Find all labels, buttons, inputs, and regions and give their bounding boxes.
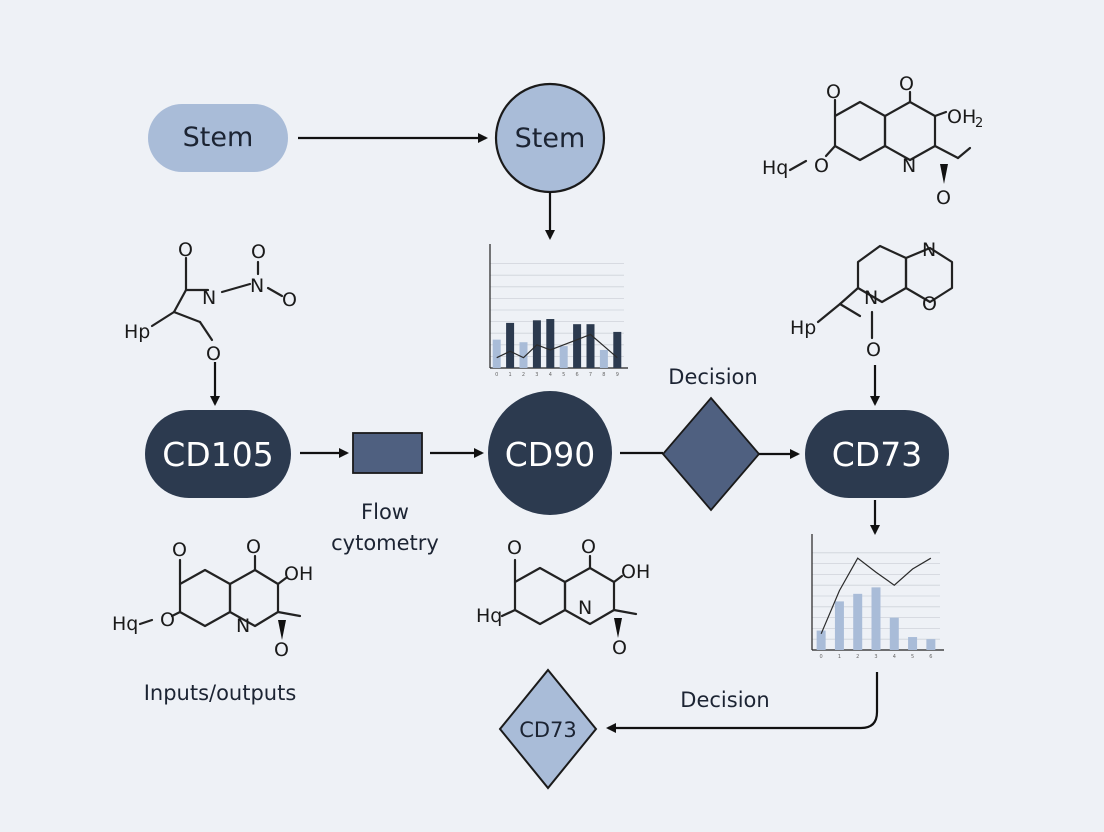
chart-bar [613,331,622,368]
cd90-node[interactable]: CD90 [488,391,612,515]
chart-x-tick: 3 [535,372,538,378]
decision-caption-bottom: Decision [680,688,769,712]
chart-bar [519,342,528,368]
chart-line-series [820,557,932,635]
chart-x-tick: 7 [589,372,592,378]
chart-bar [492,339,501,368]
chem-label: O [282,289,297,311]
chem-label: O [581,536,596,558]
chart-bar [853,593,863,650]
chem-label: O [251,241,266,263]
chart-bar [506,322,515,368]
chart-x-tick: 2 [522,372,525,378]
chem-label: N [864,287,878,309]
chem-label: OH [947,106,976,128]
chart-line-series [496,333,618,359]
chem-label: N [250,275,264,297]
chart-bar [816,630,826,650]
arrow-chart-to-cd73-diamond [606,672,879,733]
chem-label: O [206,343,221,365]
chart-x-tick: 9 [616,372,619,378]
chart-x-tick: 0 [820,654,823,660]
chem-label: Hp [124,321,150,343]
chem-label: O [274,639,289,661]
chart-bar [586,324,595,368]
stem-pill-label: Stem [183,122,254,153]
chart-x-tick: 5 [562,372,565,378]
chem-structure-top-left: O O N N O Hp O [124,239,297,365]
chem-label: Hq [476,605,502,627]
chart-x-tick: 8 [602,372,605,378]
chart-bar [834,601,844,650]
cd105-label: CD105 [162,435,273,474]
chem-structure-top-right: O O OH 2 Hq O N O [762,73,983,209]
chem-label: O [507,537,522,559]
chart-bar [599,349,608,368]
chart-x-tick: 6 [576,372,579,378]
chem-label: O [936,187,951,209]
chart-bar [926,639,936,650]
chem-label: O [866,339,881,361]
mini-chart-top: 0 1 2 3 4 5 6 7 8 9 [489,244,628,378]
chem-label: Hp [790,317,816,339]
chem-label: Hq [112,613,138,635]
chem-label: O [826,81,841,103]
decision-caption-top: Decision [668,365,757,389]
cd73-diamond-label: CD73 [519,718,577,742]
chem-label: 2 [975,116,983,131]
chart-x-tick: 0 [495,372,498,378]
chem-label: N [236,615,250,637]
flow-caption-line1: Flow [361,500,409,524]
chem-label: O [160,609,175,631]
chem-label: N [578,597,592,619]
chem-label: OH [284,563,313,585]
cd73-diamond-node[interactable]: CD73 [498,668,598,790]
chem-label: O [899,73,914,95]
inputs-outputs-caption: Inputs/outputs [144,681,297,705]
flow-cytometry-box[interactable] [352,432,423,474]
cd73-node[interactable]: CD73 [805,410,949,498]
chem-label: O [814,155,829,177]
chart-bar [573,324,582,368]
chem-structure-middle-right: N N O Hp O [790,239,954,361]
chem-label: N [922,239,936,261]
chart-x-tick: 3 [874,654,877,660]
chart-x-tick: 2 [856,654,859,660]
chart-bar [889,617,899,650]
cd105-node[interactable]: CD105 [145,410,291,498]
chart-x-tick: 4 [893,654,896,660]
chem-label: OH [621,561,650,583]
chart-x-tick: 1 [838,654,841,660]
chem-label: N [902,155,916,177]
chem-label: O [246,536,261,558]
chart-bar [546,319,555,368]
chem-structure-bottom-middle: O O OH Hq N O [476,536,650,659]
stem-pill-node[interactable]: Stem [148,104,288,172]
chart-x-tick: 5 [911,654,914,660]
chem-label: N [202,287,216,309]
chart-x-tick: 4 [549,372,552,378]
cd90-label: CD90 [505,435,595,474]
chem-label: O [172,539,187,561]
chart-bar [559,346,568,368]
chem-label: O [178,239,193,261]
chem-structure-bottom-left: O O OH Hq O N O [112,536,313,661]
chart-bar [871,587,881,650]
chem-label: O [922,293,937,315]
cd73-label: CD73 [832,435,922,474]
decision-diamond[interactable] [661,396,761,512]
stem-circle-node[interactable]: Stem [494,82,606,194]
chem-label: Hq [762,157,788,179]
mini-chart-right: 0 1 2 3 4 5 6 [811,534,944,660]
chart-x-tick: 6 [929,654,932,660]
stem-circle-label: Stem [515,123,586,154]
chart-x-tick: 1 [509,372,512,378]
chem-label: O [612,637,627,659]
chart-bar [532,320,541,368]
chart-bar [908,637,918,650]
flow-caption-line2: cytometry [331,531,439,555]
